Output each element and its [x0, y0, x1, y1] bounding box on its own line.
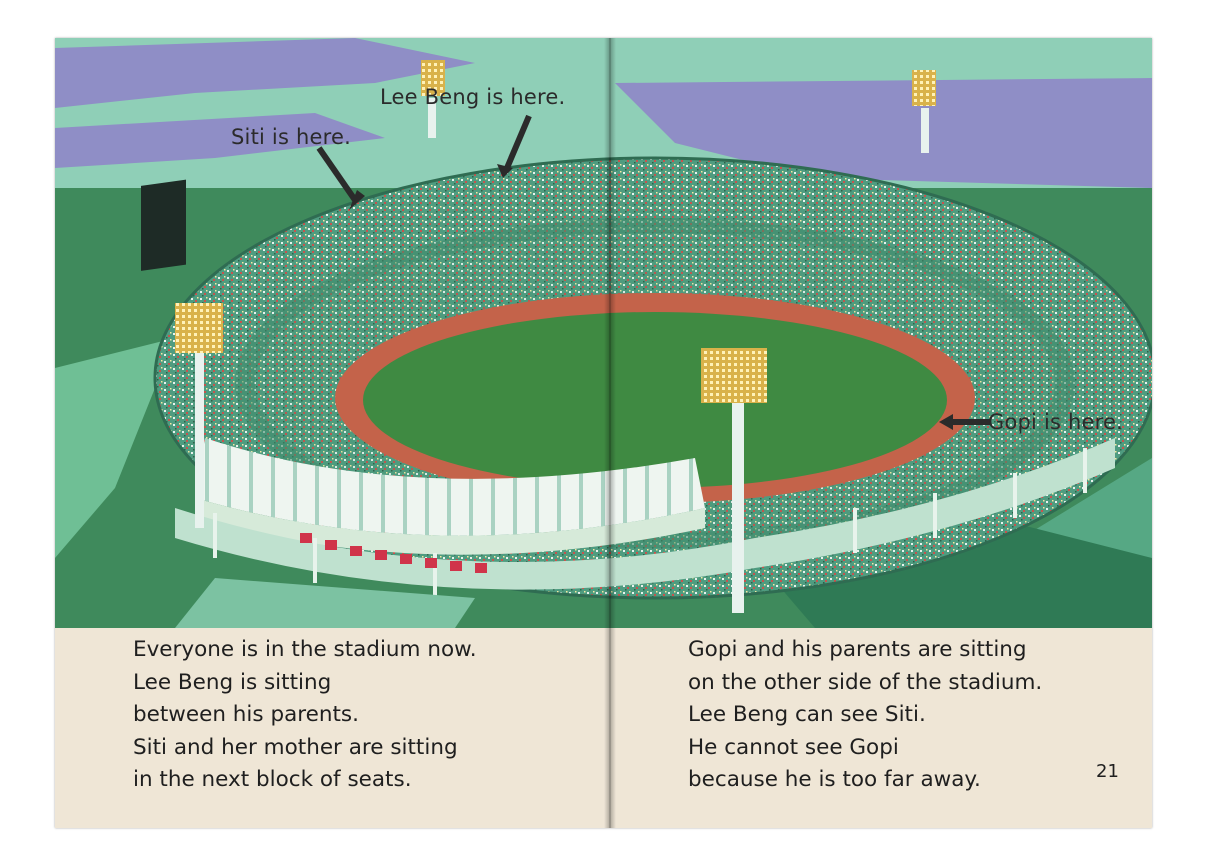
arrow-siti — [316, 146, 358, 202]
floodlight-tower — [701, 348, 767, 613]
text-line: He cannot see Gopi — [688, 734, 899, 760]
flags — [300, 533, 487, 573]
text-line: between his parents. — [133, 702, 359, 727]
cloud-band — [55, 38, 475, 108]
pitch — [363, 312, 947, 488]
cloud-band — [55, 113, 385, 168]
floodlight-tower — [912, 70, 936, 153]
floodlight-tower — [175, 303, 223, 528]
arrow-lee-beng — [504, 114, 532, 170]
callout-gopi: Gopi is here. — [988, 410, 1124, 434]
text-line: Everyone is in the stadium now. — [133, 637, 477, 662]
text-line: because he is too far away. — [688, 767, 981, 792]
stadium-illustration — [55, 38, 1152, 628]
callout-siti: Siti is here. — [231, 125, 351, 149]
floodlight-tower — [421, 60, 445, 138]
text-line: Gopi and his parents are sitting — [688, 637, 1027, 662]
left-page-text: Everyone is in the stadium now. Lee Beng… — [133, 634, 477, 797]
text-line: Lee Beng can see Siti. — [688, 702, 926, 727]
text-line: on the other side of the stadium. — [688, 669, 1043, 695]
text-line: in the next block of seats. — [133, 767, 412, 792]
stand-canopy — [195, 438, 705, 536]
scoreboard — [141, 179, 186, 271]
page-number: 21 — [1096, 761, 1119, 782]
text-line: Siti and her mother are sitting — [133, 734, 458, 760]
right-page-text: Gopi and his parents are sitting on the … — [688, 634, 1042, 797]
callout-lee-beng: Lee Beng is here. — [380, 85, 566, 109]
text-line: Lee Beng is sitting — [133, 669, 332, 695]
book-spread: Lee Beng is here. Siti is here. Gopi is … — [55, 38, 1152, 828]
